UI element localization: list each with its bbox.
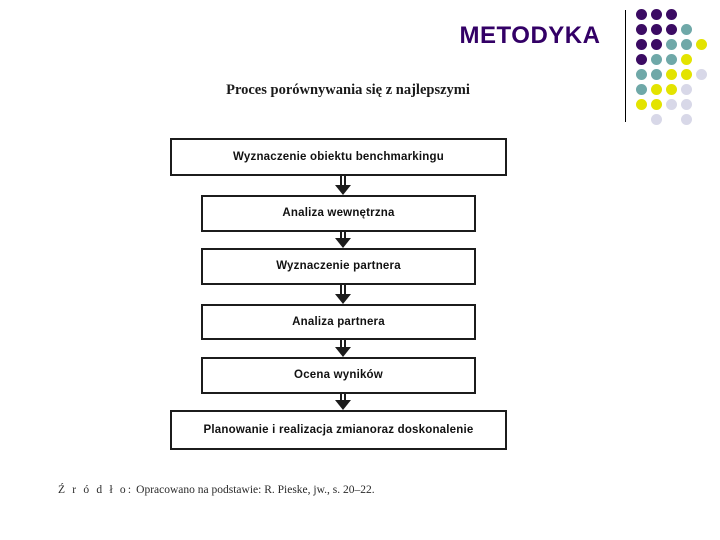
flow-arrow-shaft [340, 176, 346, 187]
title-divider [625, 10, 626, 122]
flow-arrow [335, 285, 351, 304]
source-label: Ź r ó d ł o: [58, 484, 134, 496]
flow-step-label: Analiza partnera [292, 315, 385, 328]
decor-dot [636, 39, 647, 50]
flow-step-label: oraz doskonalenie [369, 423, 474, 436]
decor-dot [666, 9, 677, 20]
flow-step-label: Wyznaczenie partnera [276, 260, 401, 273]
flow-arrow-head [335, 294, 351, 304]
flow-arrow-shaft [340, 232, 346, 240]
decor-dot [666, 69, 677, 80]
decor-dot [636, 54, 647, 65]
decor-dot [696, 39, 707, 50]
decor-dot [681, 24, 692, 35]
flow-step-label: Analiza wewnętrzna [282, 207, 395, 220]
decor-dot [651, 114, 662, 125]
flow-arrow [335, 232, 351, 248]
decor-dot [636, 69, 647, 80]
flow-arrow-head [335, 400, 351, 410]
flow-arrow-shaft [340, 285, 346, 296]
decor-dot [666, 99, 677, 110]
decor-dot [636, 24, 647, 35]
source-note: Ź r ó d ł o: Opracowano na podstawie: R.… [58, 484, 375, 496]
decor-dot [651, 84, 662, 95]
flow-step-box: Wyznaczenie obiektu benchmarkingu [170, 138, 507, 176]
slide-title: METODYKA [459, 22, 601, 49]
scanned-figure: Proces porównywania się z najlepszymi Wy… [0, 60, 560, 520]
figure-caption: Proces porównywania się z najlepszymi [226, 82, 470, 98]
flow-arrow [335, 176, 351, 195]
decor-dot [651, 69, 662, 80]
decor-dot [666, 39, 677, 50]
decor-dot [666, 24, 677, 35]
flow-step-label: Planowanie i realizacja zmian [203, 423, 370, 436]
decor-dot [666, 54, 677, 65]
decor-dot [636, 99, 647, 110]
flow-arrow [335, 340, 351, 357]
decor-dot [681, 54, 692, 65]
decor-dot [696, 69, 707, 80]
flow-step-box: Ocena wyników [201, 357, 476, 394]
flow-arrow-shaft [340, 394, 346, 402]
decor-dot [651, 9, 662, 20]
decor-dot [681, 99, 692, 110]
flow-arrow-head [335, 185, 351, 195]
decor-dot [681, 69, 692, 80]
flow-step-box: Wyznaczenie partnera [201, 248, 476, 285]
decor-dot [681, 39, 692, 50]
decor-dot [666, 84, 677, 95]
flow-step-label: Wyznaczenie obiektu benchmarkingu [233, 150, 444, 163]
flow-step-box: Analiza wewnętrzna [201, 195, 476, 232]
decor-dot [681, 114, 692, 125]
decor-dot [636, 9, 647, 20]
decor-dot [651, 39, 662, 50]
flow-arrow-head [335, 347, 351, 357]
decor-dot [681, 84, 692, 95]
source-text: Opracowano na podstawie: R. Pieske, jw.,… [133, 484, 375, 496]
flow-step-label: Ocena wyników [294, 369, 383, 382]
decor-dot [651, 54, 662, 65]
flow-arrow-head [335, 238, 351, 248]
decorative-dot-grid [636, 9, 716, 129]
decor-dot [651, 24, 662, 35]
flow-arrow-shaft [340, 340, 346, 349]
decor-dot [651, 99, 662, 110]
decor-dot [636, 84, 647, 95]
flow-arrow [335, 394, 351, 410]
flow-step-box: Analiza partnera [201, 304, 476, 340]
